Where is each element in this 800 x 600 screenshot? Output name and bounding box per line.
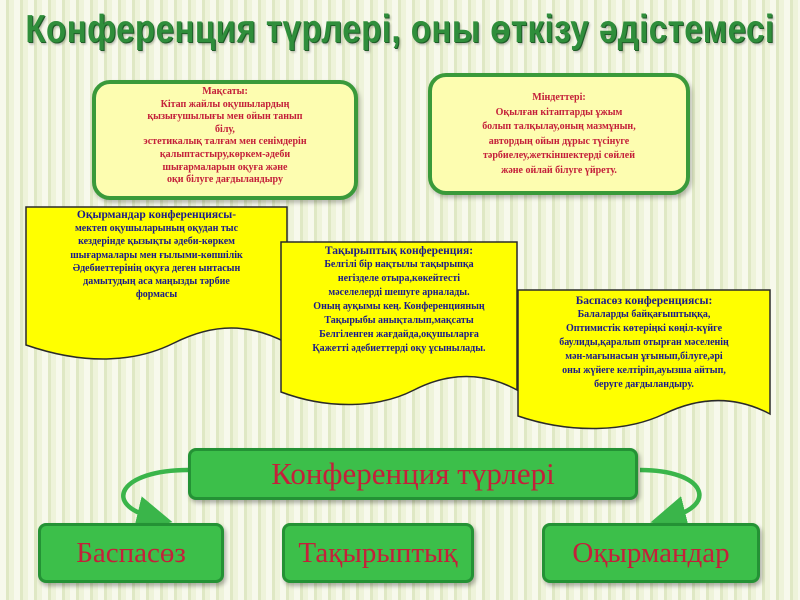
type-press-text: Баспасөз <box>76 536 186 569</box>
readers-conference-line: мектеп оқушыларының оқудан тыс <box>74 223 239 235</box>
wave-shape <box>280 241 518 406</box>
readers-conference-line: шығармалары мен ғылыми-көпшілік <box>70 249 243 261</box>
wave-shape <box>25 206 288 360</box>
goals-line: шығармаларын оқуға және <box>162 161 288 173</box>
type-thematic-text: Тақырыптық <box>298 536 458 569</box>
thematic-conference-line: Оның ауқымы кең. Конференцияның <box>313 301 485 312</box>
goals-line: эстетикалық талғам мен сенімдерін <box>143 136 307 148</box>
goals-line: білу, <box>215 123 235 135</box>
readers-conference-line: формасы <box>135 289 178 301</box>
press-conference-line: баулиды,қаралып отырған мәселенің <box>559 337 729 348</box>
thematic-conference-line: мәселелерді шешуге арналады. <box>328 287 470 298</box>
tasks-box: Міндеттері: Оқылған кітаптарды ұжым болы… <box>428 73 690 195</box>
tasks-heading: Міндеттері: <box>532 92 586 103</box>
type-readers-label: Оқырмандар <box>542 523 760 583</box>
conference-types-text: Конференция түрлері <box>271 456 555 491</box>
conference-types-label: Конференция түрлері <box>188 448 638 500</box>
goals-line: қалыптастыру,көркем-әдеби <box>159 148 291 160</box>
press-conference-line: Балаларды байқағыштыққа, <box>577 309 711 320</box>
page-title: Конференция түрлері, оны өткізу әдістеме… <box>25 6 775 51</box>
readers-conference-line: дамытудың аса маңызды тәрбие <box>83 276 230 288</box>
type-readers-text: Оқырмандар <box>572 536 730 569</box>
readers-conference-heading: Оқырмандар конференциясы- <box>76 209 237 221</box>
tasks-line: болып талқылау,оның мазмұнын, <box>482 121 636 132</box>
right-curved-arrow <box>639 467 702 532</box>
readers-conference-box: Оқырмандар конференциясы- мектеп оқушыла… <box>24 205 289 360</box>
press-conference-line: оны жүйеге келтіріп,ауызша айтып, <box>562 365 726 376</box>
wave-shape <box>517 289 771 430</box>
tasks-line: тәрбиелеу,жеткіншектерді сөйлей <box>483 150 635 161</box>
readers-conference-line: Әдебиеттерінің оқуға деген ынтасын <box>72 262 241 274</box>
thematic-conference-box: Тақырыптық конференция: Белгілі бір нақт… <box>279 240 519 410</box>
type-thematic-label: Тақырыптық <box>282 523 474 583</box>
thematic-conference-line: негізделе отыра,көкейтесті <box>337 273 461 284</box>
readers-conference-line: кездерінде қызықты әдеби-көркем <box>78 236 235 248</box>
thematic-conference-line: Белгілі бір нақтылы тақырыпқа <box>324 259 474 270</box>
press-conference-line: беруге дағдыландыру. <box>594 379 694 390</box>
goals-heading: Мақсаты: <box>202 86 248 97</box>
tasks-line: автордың ойын дұрыс түсінуге <box>488 135 630 147</box>
thematic-conference-heading: Тақырыптық конференция: <box>324 245 474 257</box>
press-conference-line: Оптимистік көтеріңкі көңіл-күйге <box>565 323 723 334</box>
thematic-conference-line: Қажетті әдебиеттерді оқу ұсынылады. <box>312 343 486 354</box>
type-press-label: Баспасөз <box>38 523 224 583</box>
tasks-line: Оқылған кітаптарды ұжым <box>495 106 623 118</box>
press-conference-heading: Баспасөз конференциясы: <box>575 295 713 307</box>
goals-line: оқи білуге дағдыландыру <box>167 174 283 186</box>
press-conference-line: мән-мағынасын ұғынып,білуге,әрі <box>565 351 723 362</box>
goals-line: қызығушылығы мен ойын танып <box>147 111 303 123</box>
goals-line: Кітап жайлы оқушылардың <box>160 98 290 110</box>
left-curved-arrow <box>121 467 189 532</box>
thematic-conference-line: Тақырыбы анықталып,мақсаты <box>324 315 474 326</box>
thematic-conference-line: Белгіленген жағдайда,оқушыларға <box>319 329 479 340</box>
press-conference-box: Баспасөз конференциясы: Балаларды байқағ… <box>516 288 772 433</box>
tasks-line: және ойлай білуге үйрету. <box>501 164 617 176</box>
goals-box: Мақсаты: Кітап жайлы оқушылардың қызығуш… <box>92 80 358 200</box>
